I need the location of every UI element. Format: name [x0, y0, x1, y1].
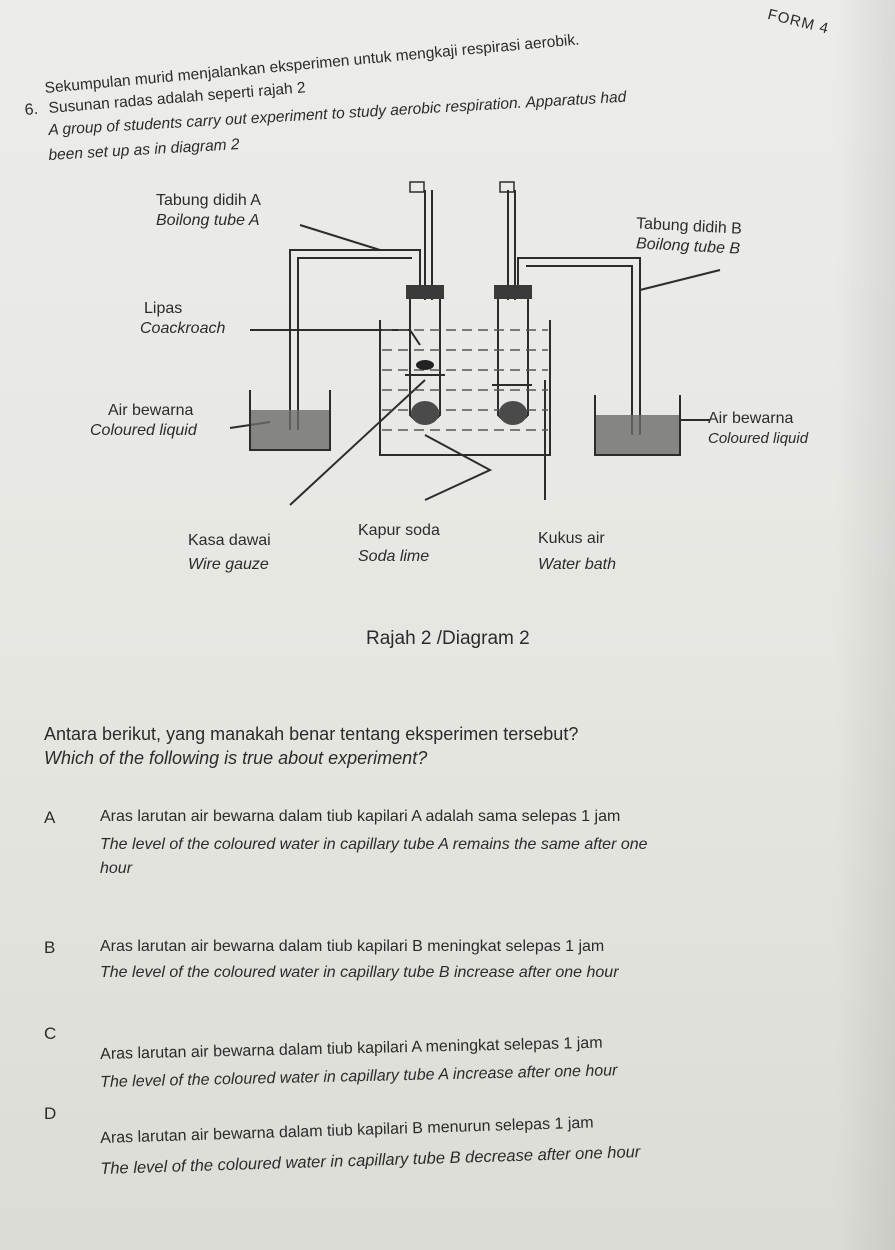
label-coloured-liquid-left-ms: Air bewarna: [108, 402, 194, 419]
label-coloured-liquid-right-ms: Air bewarna: [708, 410, 794, 427]
page-shadow: [835, 0, 895, 1250]
option-d-letter[interactable]: D: [44, 1104, 57, 1123]
soda-lime-a: [411, 401, 439, 425]
option-a-en-2: hour: [100, 860, 133, 877]
option-b-letter[interactable]: B: [44, 938, 56, 957]
label-boiling-tube-a-en: Boilong tube A: [156, 212, 260, 229]
stopper-a: [406, 285, 444, 299]
option-b-en-1: The level of the coloured water in capil…: [100, 964, 619, 981]
option-c-letter[interactable]: C: [44, 1024, 57, 1043]
water-bath-container: [379, 320, 551, 456]
label-water-bath-en: Water bath: [538, 556, 616, 573]
capillary-tube-b: [517, 257, 641, 435]
option-c-ms: Aras larutan air bewarna dalam tiub kapi…: [100, 1034, 603, 1063]
label-boiling-tube-a-ms: Tabung didih A: [156, 192, 261, 209]
label-wire-gauze-en: Wire gauze: [188, 556, 269, 573]
left-beaker: [249, 390, 331, 451]
water-bath-water: [382, 329, 548, 431]
label-soda-lime-ms: Kapur soda: [358, 522, 440, 539]
option-b-ms: Aras larutan air bewarna dalam tiub kapi…: [100, 938, 605, 955]
option-a-ms: Aras larutan air bewarna dalam tiub kapi…: [100, 808, 621, 825]
stopper-b: [494, 285, 532, 299]
label-wire-gauze-ms: Kasa dawai: [188, 532, 271, 549]
coloured-liquid-right: [596, 415, 679, 454]
label-cockroach-en: Coackroach: [140, 320, 226, 337]
label-soda-lime-en: Soda lime: [358, 548, 430, 565]
apparatus-diagram: Tabung didih A Boilong tube A Tabung did…: [80, 170, 860, 600]
label-coloured-liquid-left-en: Coloured liquid: [90, 422, 197, 439]
diagram-caption: Rajah 2 /Diagram 2: [366, 628, 530, 649]
form-tag: FORM 4: [765, 6, 831, 38]
label-cockroach-ms: Lipas: [144, 300, 183, 317]
apparatus-drawing: [229, 181, 721, 506]
option-a-letter[interactable]: A: [44, 808, 56, 827]
question-stem-en: Which of the following is true about exp…: [44, 748, 428, 768]
option-a-en-1: The level of the coloured water in capil…: [100, 836, 648, 853]
intro-en-line-2: been set up as in diagram 2: [48, 135, 240, 164]
soda-lime-b: [499, 401, 527, 425]
right-beaker: [594, 395, 681, 456]
question-number: 6.: [24, 100, 39, 119]
option-c-en-1: The level of the coloured water in capil…: [100, 1062, 618, 1091]
label-water-bath-ms: Kukus air: [538, 530, 605, 547]
wire-gauze-lines: [405, 374, 532, 386]
coloured-liquid-left: [251, 410, 329, 449]
option-d-ms: Aras larutan air bewarna dalam tiub kapi…: [100, 1114, 594, 1147]
option-d-en-1: The level of the coloured water in capil…: [100, 1143, 641, 1178]
capillary-tube-a: [289, 249, 421, 430]
label-coloured-liquid-right-en: Coloured liquid: [708, 430, 809, 447]
intro-ms-line-1: Sekumpulan murid menjalankan eksperimen …: [44, 31, 581, 97]
cockroach: [416, 360, 434, 370]
question-stem-ms: Antara berikut, yang manakah benar tenta…: [44, 724, 579, 744]
